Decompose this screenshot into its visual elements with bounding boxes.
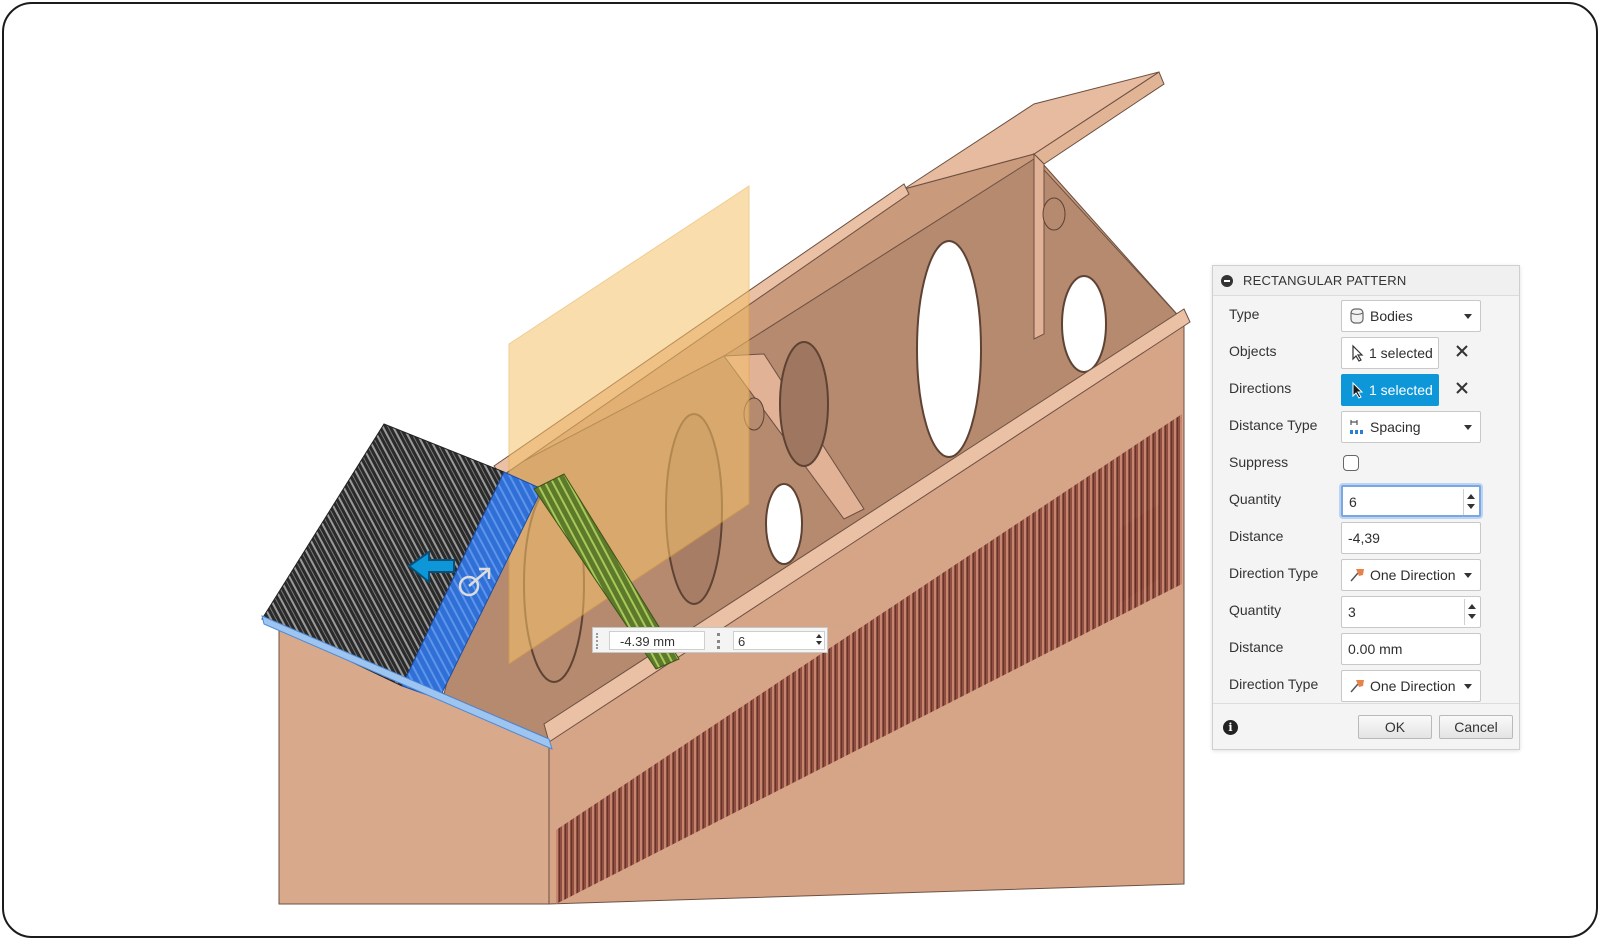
info-icon[interactable]: i: [1223, 720, 1238, 735]
row-direction-type-1: Direction Type One Direction: [1213, 556, 1519, 592]
quantity-2-stepper[interactable]: [1464, 599, 1478, 625]
row-distance-type: Distance Type Spacing: [1213, 408, 1519, 444]
direction-type-2-label: Direction Type: [1229, 676, 1319, 692]
quantity-spinner[interactable]: [816, 634, 822, 645]
quantity-2-label: Quantity: [1229, 602, 1282, 618]
type-select[interactable]: Bodies: [1341, 300, 1481, 332]
quantity-2-input[interactable]: 3: [1341, 596, 1481, 628]
ok-button[interactable]: OK: [1358, 715, 1432, 739]
direction-type-1-select[interactable]: One Direction: [1341, 559, 1481, 591]
row-quantity-1: Quantity 6: [1213, 482, 1519, 518]
pattern-body-green[interactable]: [533, 473, 680, 670]
row-objects: Objects 1 selected: [1213, 334, 1519, 370]
row-quantity-2: Quantity 3: [1213, 593, 1519, 629]
body-icon: [1350, 308, 1364, 324]
distance-type-label: Distance Type: [1229, 417, 1318, 433]
distance-type-select[interactable]: Spacing: [1341, 411, 1481, 443]
row-type: Type Bodies: [1213, 297, 1519, 333]
canvas-value-input: -4.39 mm 6: [592, 627, 828, 653]
rectangular-pattern-dialog: RECTANGULAR PATTERN Type Bodies Objects …: [1212, 265, 1520, 750]
cursor-icon: [1352, 381, 1364, 399]
selected-edge: [261, 615, 553, 750]
distance-1-label: Distance: [1229, 528, 1284, 544]
directions-label: Directions: [1229, 380, 1292, 396]
quantity-1-stepper[interactable]: [1463, 489, 1477, 515]
objects-label: Objects: [1229, 343, 1277, 359]
distance-2-label: Distance: [1229, 639, 1284, 655]
dialog-footer: i OK Cancel: [1213, 703, 1519, 749]
row-direction-type-2: Direction Type One Direction: [1213, 667, 1519, 703]
suppress-label: Suppress: [1229, 454, 1289, 470]
cursor-icon: [1352, 344, 1364, 362]
cancel-button[interactable]: Cancel: [1439, 715, 1513, 739]
canvas-distance-input[interactable]: -4.39 mm: [609, 631, 705, 650]
row-suppress: Suppress: [1213, 445, 1519, 481]
model-lid-face: [903, 71, 1160, 190]
chevron-down-icon: [1464, 573, 1472, 578]
distance-1-input[interactable]: -4,39: [1341, 522, 1481, 554]
clear-objects-icon[interactable]: [1455, 344, 1469, 358]
model-louver-panel: [556, 414, 1182, 904]
distance-2-input[interactable]: 0.00 mm: [1341, 633, 1481, 665]
model-hole-4: [765, 483, 803, 565]
directions-selection[interactable]: 1 selected: [1341, 374, 1439, 406]
objects-selection[interactable]: 1 selected: [1341, 337, 1439, 369]
model-hole-3: [779, 341, 829, 467]
suppress-checkbox[interactable]: [1343, 455, 1359, 471]
direction-arrow-manipulator[interactable]: [407, 550, 455, 585]
quantity-1-input[interactable]: 6: [1341, 485, 1481, 517]
one-direction-icon: [1350, 569, 1364, 582]
model-hole-2: [1061, 275, 1107, 373]
model-divider-2: [1033, 152, 1045, 340]
quantity-1-label: Quantity: [1229, 491, 1282, 507]
one-direction-icon: [1350, 680, 1364, 693]
direction-type-2-select[interactable]: One Direction: [1341, 670, 1481, 702]
spacing-icon: [1350, 420, 1363, 434]
row-distance-2: Distance 0.00 mm: [1213, 630, 1519, 666]
chevron-down-icon: [1464, 684, 1472, 689]
drag-grip-icon[interactable]: [596, 633, 600, 649]
clear-directions-icon[interactable]: [1455, 381, 1469, 395]
model-hole-1: [916, 240, 982, 458]
dialog-header: RECTANGULAR PATTERN: [1213, 266, 1519, 296]
chevron-down-icon: [1464, 425, 1472, 430]
collapse-icon[interactable]: [1221, 275, 1233, 287]
dialog-title: RECTANGULAR PATTERN: [1243, 273, 1407, 288]
row-distance-1: Distance -4,39: [1213, 519, 1519, 555]
row-directions: Directions 1 selected: [1213, 371, 1519, 407]
chevron-down-icon: [1464, 314, 1472, 319]
model-small-louver: [1119, 504, 1159, 604]
separator-grip-icon[interactable]: [717, 633, 720, 649]
model-small-hole-2: [1042, 197, 1066, 231]
type-label: Type: [1229, 306, 1260, 322]
3d-viewport[interactable]: [4, 4, 1598, 938]
move-gizmo-icon[interactable]: [458, 567, 491, 597]
canvas-quantity-input[interactable]: 6: [733, 631, 825, 650]
direction-type-1-label: Direction Type: [1229, 565, 1319, 581]
